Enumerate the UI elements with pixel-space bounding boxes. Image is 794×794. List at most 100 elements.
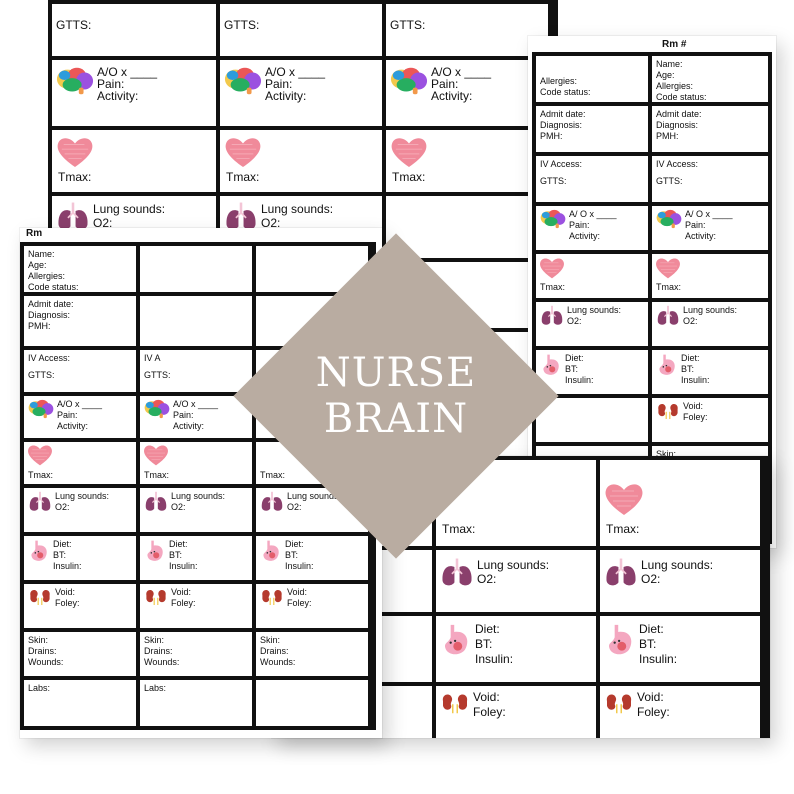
brain-icon [390,66,428,96]
gi-cell: Diet:BT:Insulin: [140,536,252,580]
iv-cell: IV Access:GTTS: [24,350,136,392]
skin-label: Skin: [144,635,165,645]
allergies-label: Allergies: [540,76,578,86]
room-number-label: Rm [26,228,43,239]
gtts-cell: GTTS: [52,4,216,56]
neuro-cell: A/ O x ____Pain:Activity: [652,206,768,250]
foley-label: Foley: [287,598,312,608]
o2-label: O2: [477,572,497,586]
heart-icon [390,136,428,168]
tmax-label: Tmax: [144,470,170,480]
brain-icon [540,209,566,229]
drains-label: Drains: [260,646,289,656]
wounds-label: Wounds: [260,657,296,667]
stomach-icon [604,622,636,658]
activity-label: Activity: [685,231,717,241]
gtts-label: GTTS: [390,18,426,32]
kidney-icon [28,587,52,605]
pain-label: Pain: [173,410,194,420]
ao-label: A/O x ____ [57,399,103,409]
age-label: Age: [28,260,47,270]
cardiac-cell: Tmax: [386,130,548,192]
lungs-icon [604,558,638,588]
lungs-icon [144,491,168,513]
o2-label: O2: [93,216,113,230]
o2-label: O2: [261,216,281,230]
pain-label: Pain: [685,220,706,230]
iv-access-label: IV Access: [28,353,71,363]
tmax-label: Tmax: [540,282,566,292]
bt-label: BT: [639,637,657,651]
pain-label: Pain: [57,410,78,420]
diet-label: Diet: [681,353,700,363]
diagnosis-label: Diagnosis: [656,120,699,130]
skin-label: Skin: [28,635,49,645]
diet-label: Diet: [285,539,304,549]
activity-label: Activity: [57,421,89,431]
gu-cell [536,398,648,442]
pain-label: Pain: [97,77,125,91]
lung-sounds-label: Lung sounds: [93,202,166,216]
activity-label: Activity: [173,421,205,431]
gi-cell: Diet:BT:Insulin: [256,536,368,580]
stomach-icon [144,539,166,563]
heart-icon [655,257,681,279]
kidney-icon [656,401,680,419]
title-line-2: BRAIN [323,396,469,442]
neuro-cell: A/O x ____Pain:Activity: [220,60,382,126]
gi-cell: Diet:BT:Insulin: [24,536,136,580]
o2-label: O2: [567,316,582,326]
kidney-icon [260,587,284,605]
gtts-label: GTTS: [144,370,171,380]
gtts-label: GTTS: [540,176,567,186]
diagnosis-label: Diagnosis: [540,120,583,130]
diet-label: Diet: [169,539,188,549]
insulin-label: Insulin: [169,561,198,571]
gtts-cell: GTTS: [386,4,548,56]
ao-label: A/ O x ____ [685,209,733,219]
foley-label: Foley: [171,598,196,608]
admit-date-label: Admit date: [656,109,702,119]
brain-icon [56,66,94,96]
name-label: Name: [28,249,55,259]
lung-sounds-label: Lung sounds: [171,491,226,501]
admit-date-label: Admit date: [540,109,586,119]
void-label: Void: [55,587,76,597]
ao-label: A/O x ____ [431,65,492,79]
brain-icon [656,209,682,229]
foley-label: Foley: [683,412,708,422]
cardiac-cell: Tmax: [652,254,768,298]
o2-label: O2: [287,502,302,512]
o2-label: O2: [683,316,698,326]
lung-sounds-label: Lung sounds: [261,202,334,216]
kidney-icon [144,587,168,605]
heart-icon [27,444,53,466]
skin-cell: Skin:Drains:Wounds: [256,632,368,676]
brain-icon [28,399,54,419]
wounds-label: Wounds: [144,657,180,667]
skin-label: Skin: [656,449,677,459]
diet-label: Diet: [475,622,500,636]
pmh-label: PMH: [540,131,563,141]
insulin-label: Insulin: [53,561,82,571]
bt-label: BT: [169,550,183,560]
iv-cell: IV Access:GTTS: [536,156,648,202]
resp-cell: Lung sounds:O2: [140,488,252,532]
iv-cell: IV Access:GTTS: [652,156,768,202]
brain-icon [224,66,262,96]
stomach-icon [28,539,50,563]
gtts-cell: GTTS: [220,4,382,56]
tmax-label: Tmax: [226,170,260,184]
ao-label: A/O x ____ [97,65,158,79]
gu-cell: Void:Foley: [256,584,368,628]
lung-sounds-label: Lung sounds: [641,558,714,572]
activity-label: Activity: [569,231,601,241]
skin-cell: Skin:Drains:Wounds: [140,632,252,676]
o2-label: O2: [55,502,70,512]
gi-cell: Diet:BT:Insulin: [536,350,648,394]
pmh-label: PMH: [28,321,51,331]
age-label: Age: [656,70,675,80]
tmax-label: Tmax: [392,170,426,184]
activity-label: Activity: [265,89,307,103]
